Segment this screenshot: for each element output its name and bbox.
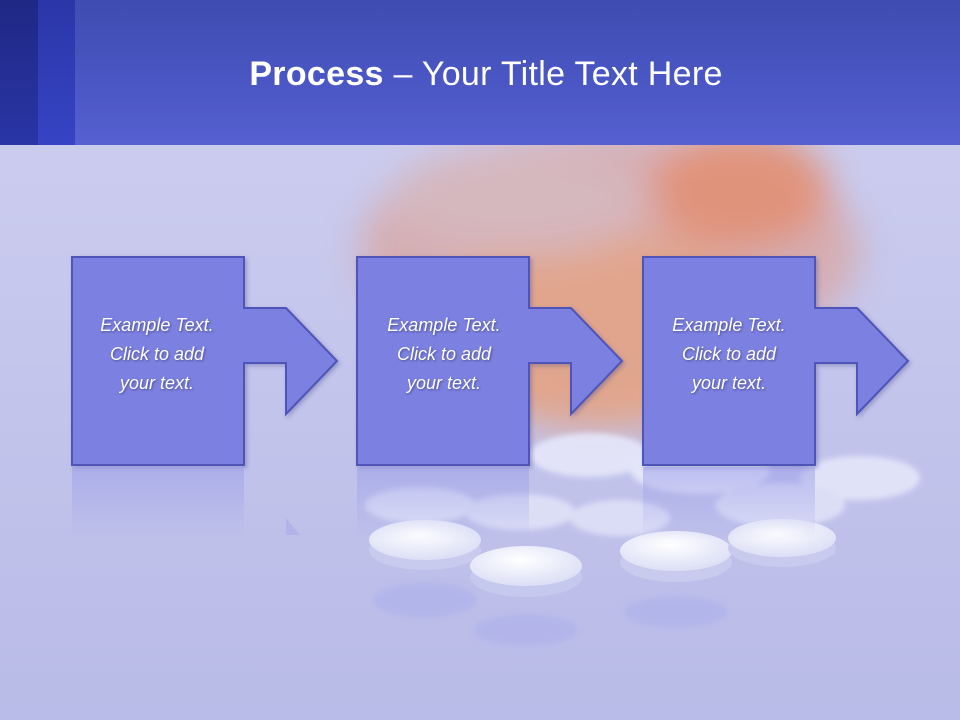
process-step-2-line-3: your text. xyxy=(406,373,482,393)
title-bar-accent-light xyxy=(38,0,75,145)
process-step-2[interactable] xyxy=(356,256,624,540)
process-step-2-line-1: Example Text. xyxy=(387,315,501,335)
process-step-3-text[interactable]: Example Text. Click to add your text. xyxy=(643,311,815,398)
process-step-1-line-1: Example Text. xyxy=(100,315,214,335)
process-step-2-text[interactable]: Example Text. Click to add your text. xyxy=(358,311,530,398)
process-step-3[interactable] xyxy=(642,256,910,540)
process-step-2-shape[interactable] xyxy=(356,256,624,466)
process-step-3-line-3: your text. xyxy=(691,373,767,393)
slide-title[interactable]: Process – Your Title Text Here xyxy=(75,52,897,96)
process-step-2-reflection xyxy=(357,467,529,540)
slide-title-bold: Process xyxy=(249,55,384,93)
process-step-1[interactable] xyxy=(71,256,339,540)
title-bar-accent-dark xyxy=(0,0,38,145)
process-step-1-reflection xyxy=(72,467,244,540)
process-step-1-text[interactable]: Example Text. Click to add your text. xyxy=(71,311,243,398)
process-step-3-shape[interactable] xyxy=(642,256,910,466)
process-step-3-line-1: Example Text. xyxy=(672,315,786,335)
process-step-1-shape[interactable] xyxy=(71,256,339,466)
process-step-2-line-2: Click to add xyxy=(396,344,492,364)
process-step-1-line-2: Click to add xyxy=(109,344,205,364)
process-step-3-reflection xyxy=(643,467,815,540)
process-step-1-line-3: your text. xyxy=(119,373,195,393)
process-step-3-line-2: Click to add xyxy=(681,344,777,364)
slide-title-rest: – Your Title Text Here xyxy=(383,55,723,93)
title-bar xyxy=(0,0,960,145)
process-step-1-arrow-reflection xyxy=(286,518,300,535)
